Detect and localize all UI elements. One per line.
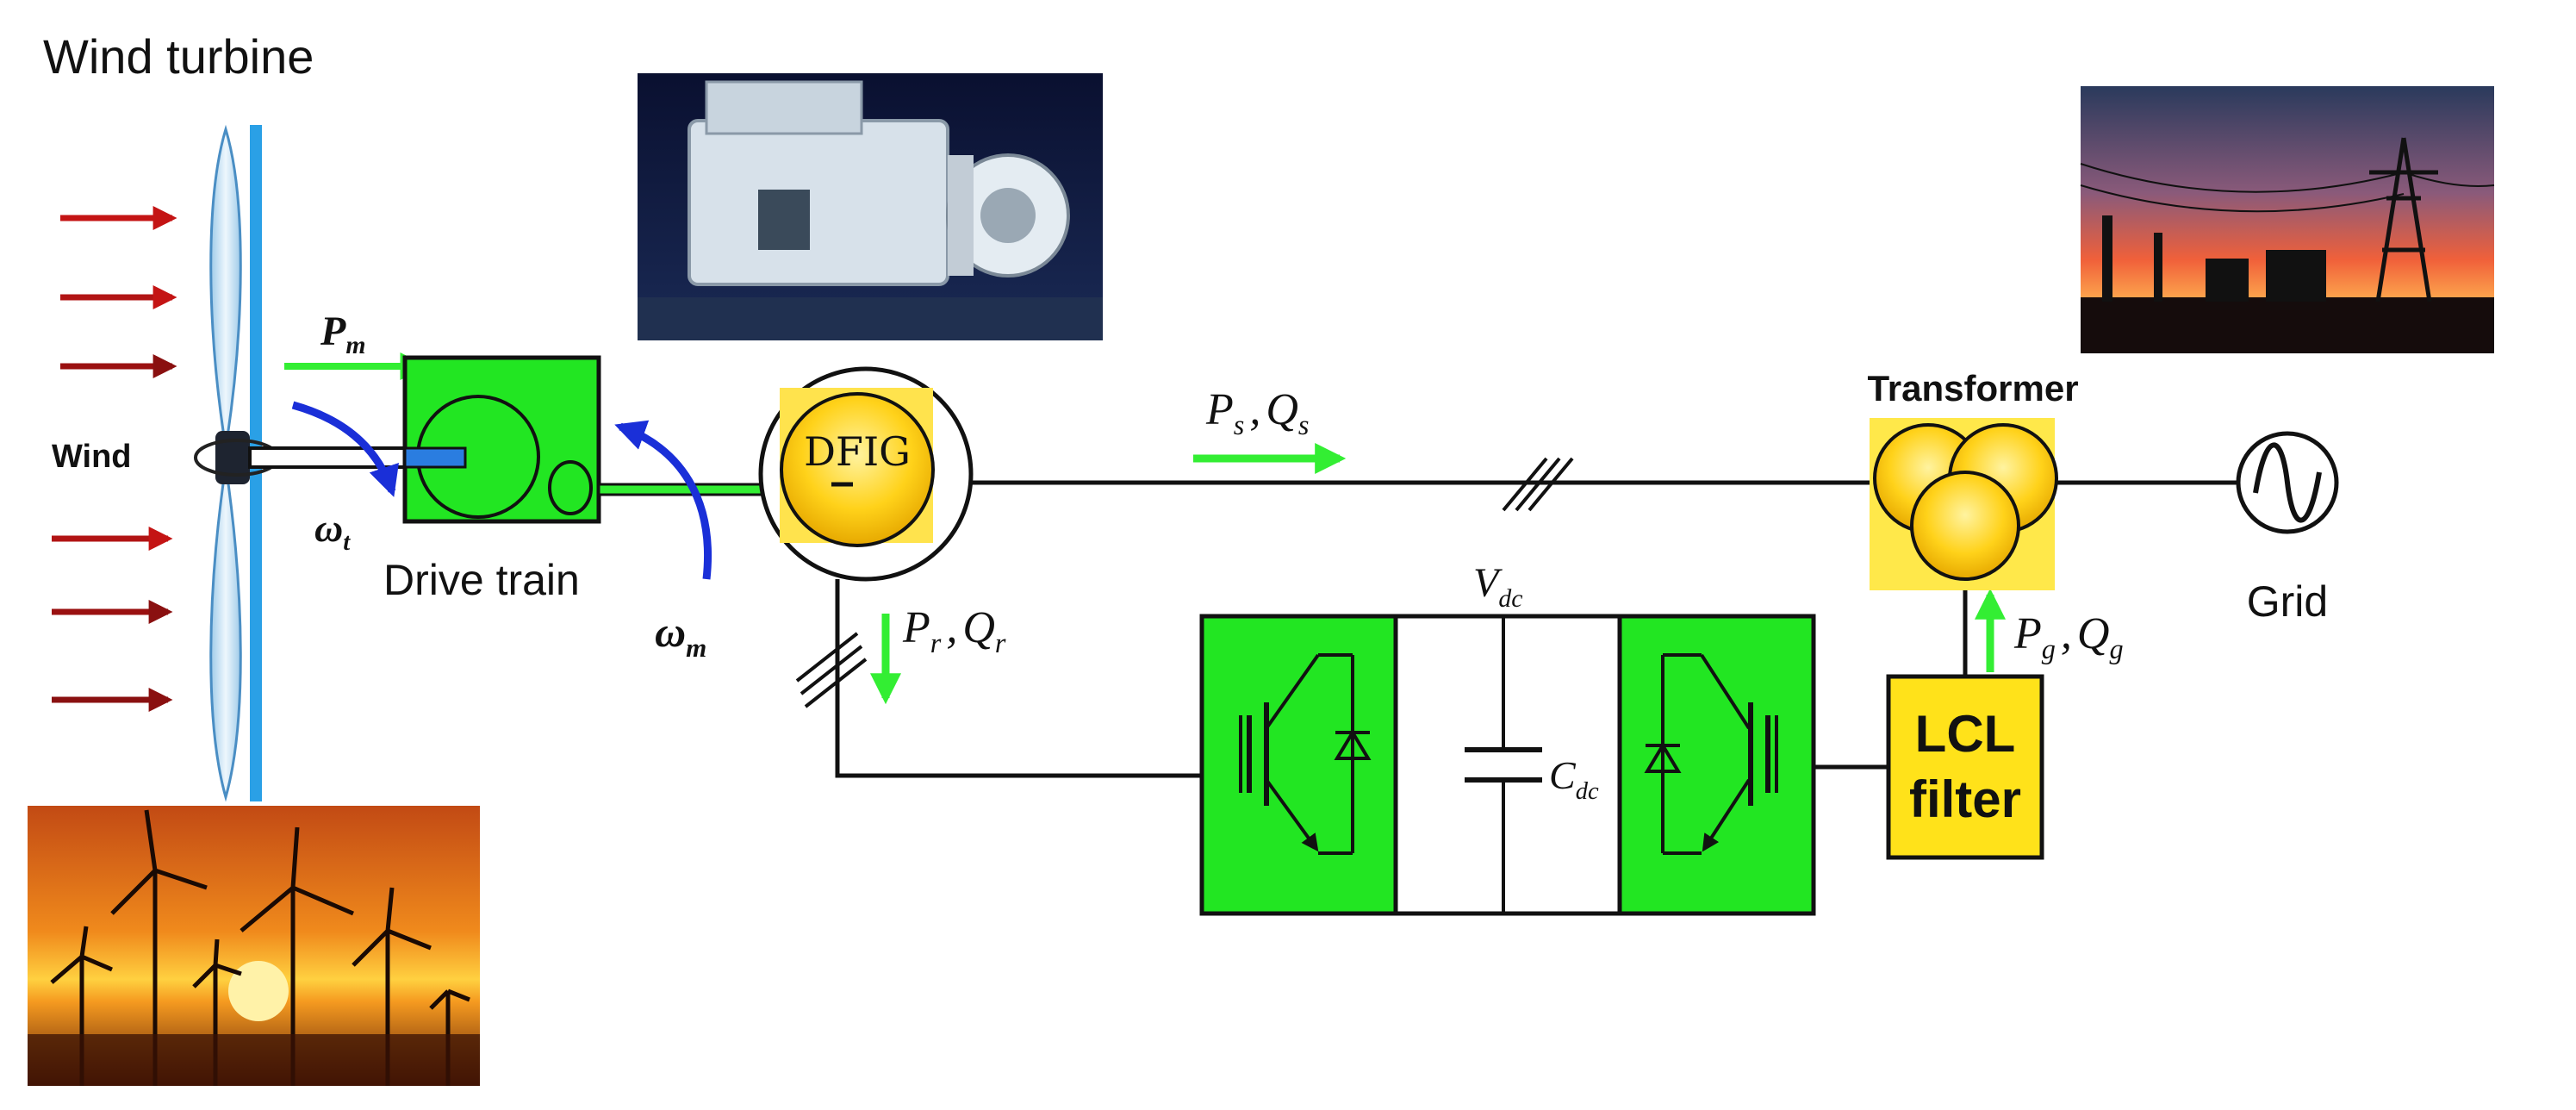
vdc-label: Vdc <box>1473 560 1522 613</box>
pm-main: P <box>320 309 346 354</box>
turbine-blade-top <box>209 124 242 449</box>
cdc-main: C <box>1549 753 1577 797</box>
pr-sub: r <box>930 627 942 658</box>
ps-sub: s <box>1234 409 1245 440</box>
rotor-side-converter <box>1199 614 1398 916</box>
pr-main: P <box>902 603 930 652</box>
qs-sub: s <box>1298 409 1310 440</box>
ps-qs-label: Ps,Qs <box>1205 385 1309 440</box>
qs-main: Q <box>1266 385 1298 434</box>
turbine-blade-bottom <box>209 465 242 802</box>
grid-side-converter <box>1617 614 1816 916</box>
omega-m-arrow <box>614 420 712 580</box>
omega-m-main: ω <box>655 608 686 656</box>
three-phase-mark-stator <box>1502 457 1574 512</box>
grid-label: Grid <box>2247 577 2328 626</box>
ps-qs-sep: , <box>1249 385 1260 434</box>
turbine-hub <box>215 431 250 484</box>
substation-photo <box>2080 86 2495 353</box>
pr-qr-label: Pr,Qr <box>902 603 1006 658</box>
qg-main: Q <box>2077 609 2110 658</box>
cdc-sub: dc <box>1576 778 1599 805</box>
pg-qg-label: Pg,Qg <box>2013 609 2124 664</box>
omega-t-label: ωt <box>314 506 351 556</box>
drive-train-small-gear <box>548 460 593 515</box>
generator-photo <box>638 73 1103 340</box>
wind-farm-photo <box>28 806 480 1086</box>
dc-link-capacitor <box>1465 616 1542 914</box>
pg-qg-sep: , <box>2061 609 2072 658</box>
qr-main: Q <box>962 603 995 652</box>
lcl-filter-box <box>1886 674 2044 860</box>
omega-t-arrow <box>291 401 399 497</box>
qg-sub: g <box>2109 633 2123 664</box>
ps-main: P <box>1205 385 1234 434</box>
vdc-main: V <box>1473 560 1503 606</box>
pm-sub: m <box>345 331 365 359</box>
dfig-label: DFIG <box>804 428 911 475</box>
transformer-icon <box>1870 418 2058 590</box>
wind-arrows <box>52 206 177 712</box>
omega-t-sub: t <box>343 529 351 556</box>
lcl-label-line1: LCL <box>1915 705 2016 763</box>
drive-train-label: Drive train <box>383 556 580 604</box>
omega-t-main: ω <box>314 506 343 550</box>
lcl-label-line2: filter <box>1909 770 2021 828</box>
pg-sub: g <box>2042 633 2056 664</box>
wind-label: Wind <box>52 439 132 475</box>
transformer-label: Transformer <box>1867 368 2078 408</box>
omega-m-sub: m <box>686 633 706 663</box>
pm-label: Pm <box>320 309 365 359</box>
drive-train-box <box>402 355 601 524</box>
drive-train-block <box>402 355 601 524</box>
three-phase-mark-rotor <box>795 632 868 708</box>
omega-m-label: ωm <box>655 608 706 663</box>
grid-source-icon <box>2236 431 2339 534</box>
dfig-block <box>758 366 974 582</box>
qr-sub: r <box>995 627 1006 658</box>
drive-train-input-shaft <box>403 446 467 469</box>
dfig-inner-circle <box>780 392 935 547</box>
rotor-line <box>835 579 1202 778</box>
cdc-label: Cdc <box>1549 753 1599 805</box>
back-to-back-converter <box>1199 614 1816 916</box>
pg-main: P <box>2013 609 2042 658</box>
pr-qr-sep: , <box>946 603 957 652</box>
wind-turbine-title: Wind turbine <box>43 29 314 84</box>
vdc-sub: dc <box>1498 584 1522 613</box>
